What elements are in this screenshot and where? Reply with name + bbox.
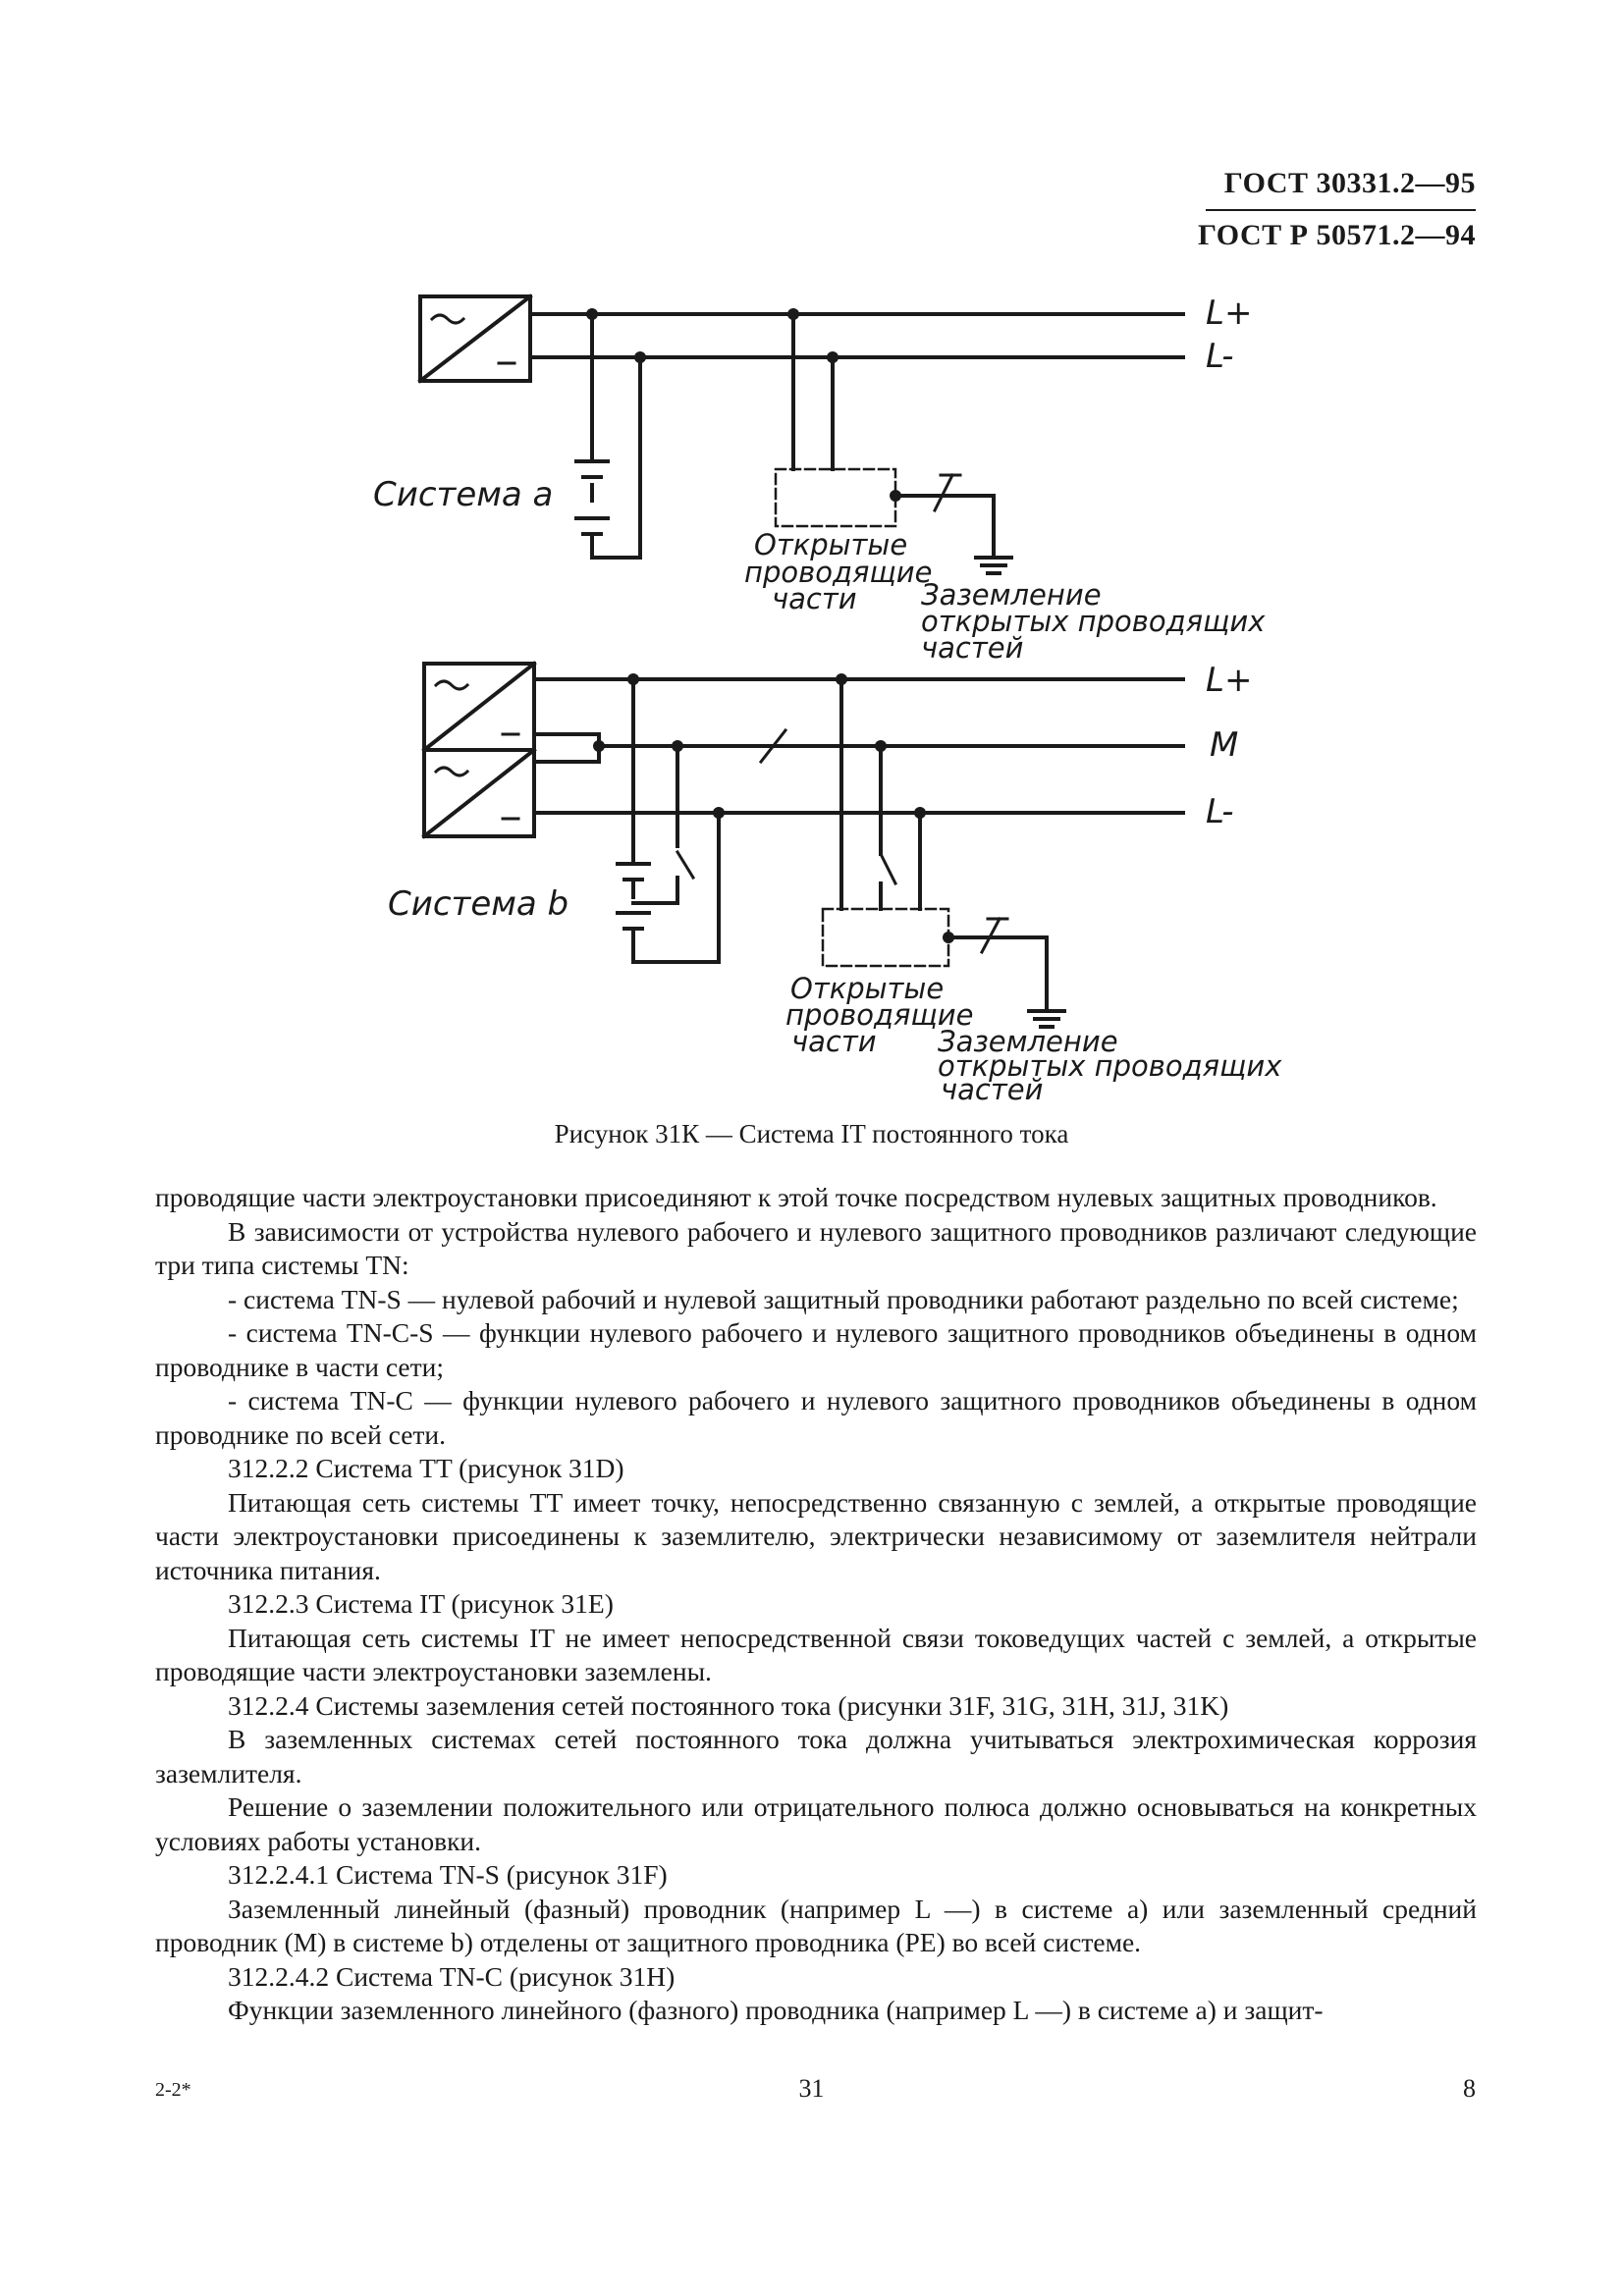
system-b-exposed-line3: части <box>791 1025 877 1058</box>
paragraph: 312.2.4.1 Система TN-S (рисунок 31F) <box>228 1859 668 1890</box>
body-text: проводящие части электроустановки присое… <box>155 1181 1477 2028</box>
system-b-exposed-parts <box>821 907 950 968</box>
paragraph: - система TN-C-S — функции нулевого рабо… <box>155 1317 1477 1382</box>
system-a-label-pos: L+ <box>1206 294 1252 333</box>
paragraph: проводящие части электроустановки присое… <box>155 1182 1437 1212</box>
system-a-label: Система a <box>373 475 553 514</box>
footer-page-number: 31 <box>798 2074 825 2103</box>
system-b-label-mid: M <box>1210 725 1238 765</box>
system-a-earthing-line3: частей <box>921 631 1023 665</box>
paragraph: Заземленный линейный (фазный) проводник … <box>155 1893 1477 1958</box>
paragraph: - система TN-S — нулевой рабочий и нулев… <box>228 1283 1459 1314</box>
system-a-label-neg: L- <box>1206 337 1234 376</box>
header-rule <box>1206 209 1476 211</box>
paragraph: В зависимости от устройства нулевого раб… <box>155 1215 1477 1281</box>
system-b-label: Система b <box>388 884 568 924</box>
system-a-converter <box>418 294 532 383</box>
system-a-exposed-parts <box>774 467 897 528</box>
system-b-label-neg: L- <box>1206 792 1234 831</box>
system-b-converter-lower <box>422 748 536 838</box>
circuit-diagram: L+ L- Система a Открытые проводящие част… <box>373 294 1282 1106</box>
paragraph: 312.2.2 Система TT (рисунок 31D) <box>228 1453 624 1483</box>
paragraph: - система TN-C — функции нулевого рабоче… <box>155 1385 1477 1450</box>
paragraph: Функции заземленного линейного (фазного)… <box>228 1995 1324 2025</box>
paragraph: Решение о заземлении положительного или … <box>155 1791 1477 1856</box>
system-b-label-pos: L+ <box>1206 661 1252 700</box>
document-code-gost-r: ГОСТ Р 50571.2—94 <box>1197 219 1476 251</box>
document-code-gost: ГОСТ 30331.2—95 <box>1223 167 1476 199</box>
paragraph: В заземленных системах сетей постоянного… <box>155 1724 1477 1789</box>
footer-sheet-mark: 2-2* <box>155 2079 191 2101</box>
system-a-exposed-line3: части <box>772 582 857 615</box>
footer-sheet-number: 8 <box>1463 2074 1476 2103</box>
system-b-earthing-line3: частей <box>941 1073 1043 1106</box>
figure-caption: Рисунок 31К — Система IT постоянного ток… <box>554 1119 1069 1148</box>
system-a-earthing-line1: Заземление <box>921 578 1102 612</box>
system-b-earthing-line2: открытых проводящих <box>938 1049 1282 1083</box>
system-b-exposed-line2: проводящие <box>785 998 973 1032</box>
paragraph: 312.2.4 Системы заземления сетей постоян… <box>228 1689 1229 1721</box>
paragraph: 312.2.3 Система IT (рисунок 31E) <box>228 1588 614 1619</box>
paragraph: 312.2.4.2 Система TN-C (рисунок 31H) <box>228 1960 676 1992</box>
system-a-earthing-line2: открытых проводящих <box>921 605 1266 638</box>
system-b-diagram <box>421 661 1185 1029</box>
paragraph: Питающая сеть системы IT не имеет непоср… <box>155 1622 1477 1687</box>
system-b-exposed-line1: Открытые <box>790 972 944 1005</box>
system-b-earthing-line1: Заземление <box>938 1025 1118 1058</box>
paragraph: Питающая сеть системы TT имеет точку, не… <box>155 1486 1477 1585</box>
system-a-exposed-line2: проводящие <box>744 556 932 589</box>
system-a-exposed-line1: Открытые <box>754 528 907 561</box>
